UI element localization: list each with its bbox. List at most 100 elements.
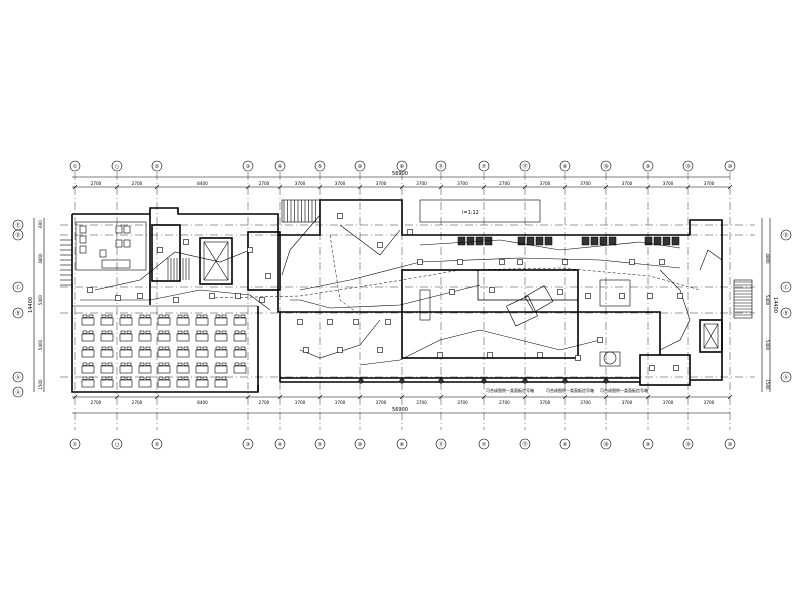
device-symbol bbox=[209, 293, 215, 299]
dining-table bbox=[195, 349, 209, 358]
grid-column-label: ⑨ bbox=[646, 164, 650, 170]
chair bbox=[202, 376, 208, 380]
bottom-span-dimension: 3700 bbox=[457, 400, 468, 405]
bottom-span-dimension: 3700 bbox=[704, 400, 715, 405]
chair bbox=[120, 314, 126, 318]
top-total-dimension: 56900 bbox=[392, 171, 408, 177]
bottom-span-dimension: 3700 bbox=[663, 400, 674, 405]
grid-row-label: Ⓐ bbox=[783, 374, 788, 381]
chair bbox=[139, 362, 145, 366]
grid-column-bubble: ⑩ bbox=[354, 438, 366, 450]
bottom-span-dimension: 3700 bbox=[416, 400, 427, 405]
chair bbox=[158, 362, 164, 366]
chair bbox=[215, 346, 221, 350]
grid-column-bubble: ⑰ bbox=[519, 438, 531, 450]
grid-row-label: Ⓑ bbox=[15, 310, 20, 317]
chair bbox=[82, 330, 88, 334]
dining-table bbox=[81, 317, 95, 326]
chair bbox=[158, 376, 164, 380]
wiring-lines bbox=[80, 214, 701, 366]
grid-column-bubble: ⑲ bbox=[682, 438, 694, 450]
chair bbox=[234, 362, 240, 366]
dining-table bbox=[100, 365, 114, 374]
device-symbol bbox=[449, 289, 455, 295]
device-symbol bbox=[417, 259, 423, 265]
dining-table bbox=[176, 317, 190, 326]
chair bbox=[183, 330, 189, 334]
device-symbol bbox=[303, 347, 309, 353]
dining-table bbox=[157, 349, 171, 358]
top-span-dimension: 3700 bbox=[704, 181, 715, 186]
bottom-span-dimension: 2700 bbox=[132, 400, 143, 405]
chair bbox=[126, 346, 132, 350]
chair bbox=[164, 314, 170, 318]
dining-table bbox=[119, 349, 133, 358]
grid-column-bubble: ⑰ bbox=[519, 160, 531, 172]
chair bbox=[183, 346, 189, 350]
device-symbol bbox=[235, 293, 241, 299]
dining-table bbox=[214, 365, 228, 374]
chair bbox=[183, 376, 189, 380]
device-symbol bbox=[137, 293, 143, 299]
device-symbol bbox=[619, 293, 625, 299]
chair bbox=[240, 362, 246, 366]
dining-table bbox=[81, 365, 95, 374]
dining-table bbox=[157, 317, 171, 326]
dining-table bbox=[157, 365, 171, 374]
chair bbox=[139, 314, 145, 318]
device-symbol bbox=[183, 239, 189, 245]
device-symbols bbox=[87, 213, 683, 371]
dining-tables bbox=[81, 314, 247, 388]
device-symbol bbox=[575, 355, 581, 361]
top-span-dimension: 3700 bbox=[416, 181, 427, 186]
device-symbol bbox=[659, 259, 665, 265]
grid-column-bubble: ⑱ bbox=[600, 438, 612, 450]
chair bbox=[177, 362, 183, 366]
chair bbox=[164, 362, 170, 366]
dining-table bbox=[214, 379, 228, 388]
device-symbol bbox=[585, 293, 591, 299]
chair bbox=[107, 376, 113, 380]
corridor-light bbox=[603, 378, 609, 384]
equipment-row bbox=[457, 236, 680, 246]
device-symbol bbox=[115, 295, 121, 301]
grid-column-bubble: ⑱ bbox=[600, 160, 612, 172]
corridor-light bbox=[358, 378, 364, 384]
grid-column-label: ⑩ bbox=[728, 442, 733, 448]
chair bbox=[139, 346, 145, 350]
top-span-dimension: 2700 bbox=[499, 181, 510, 186]
chair bbox=[158, 314, 164, 318]
left-row-dimension: 4800 bbox=[38, 253, 43, 264]
chair bbox=[82, 346, 88, 350]
grid-column-bubble: ④ bbox=[274, 160, 286, 172]
device-symbol bbox=[377, 242, 383, 248]
device-symbol bbox=[673, 365, 679, 371]
device-symbol bbox=[677, 293, 683, 299]
chair bbox=[221, 376, 227, 380]
dining-table bbox=[233, 317, 247, 326]
toilet-fixture bbox=[123, 239, 131, 248]
grid-row-bubble: Ⓓ bbox=[12, 229, 24, 241]
dining-table bbox=[176, 379, 190, 388]
grid-column-bubble: ⑤ bbox=[314, 160, 326, 172]
chair bbox=[120, 346, 126, 350]
chair bbox=[126, 362, 132, 366]
chair bbox=[107, 346, 113, 350]
device-symbol bbox=[173, 297, 179, 303]
dining-table bbox=[176, 349, 190, 358]
grid-column-label: ⑪ bbox=[438, 163, 443, 170]
chair bbox=[164, 330, 170, 334]
device-symbol bbox=[337, 347, 343, 353]
grid-column-bubble: ⑪ bbox=[435, 438, 447, 450]
dining-table bbox=[81, 349, 95, 358]
dining-table bbox=[195, 365, 209, 374]
grid-column-bubble: ○ bbox=[111, 438, 123, 450]
chair bbox=[120, 376, 126, 380]
chair bbox=[82, 376, 88, 380]
device-symbol bbox=[489, 287, 495, 293]
stair-outline bbox=[281, 199, 321, 223]
device-symbol bbox=[597, 337, 603, 343]
left-row-dimension: 5400 bbox=[38, 294, 43, 305]
